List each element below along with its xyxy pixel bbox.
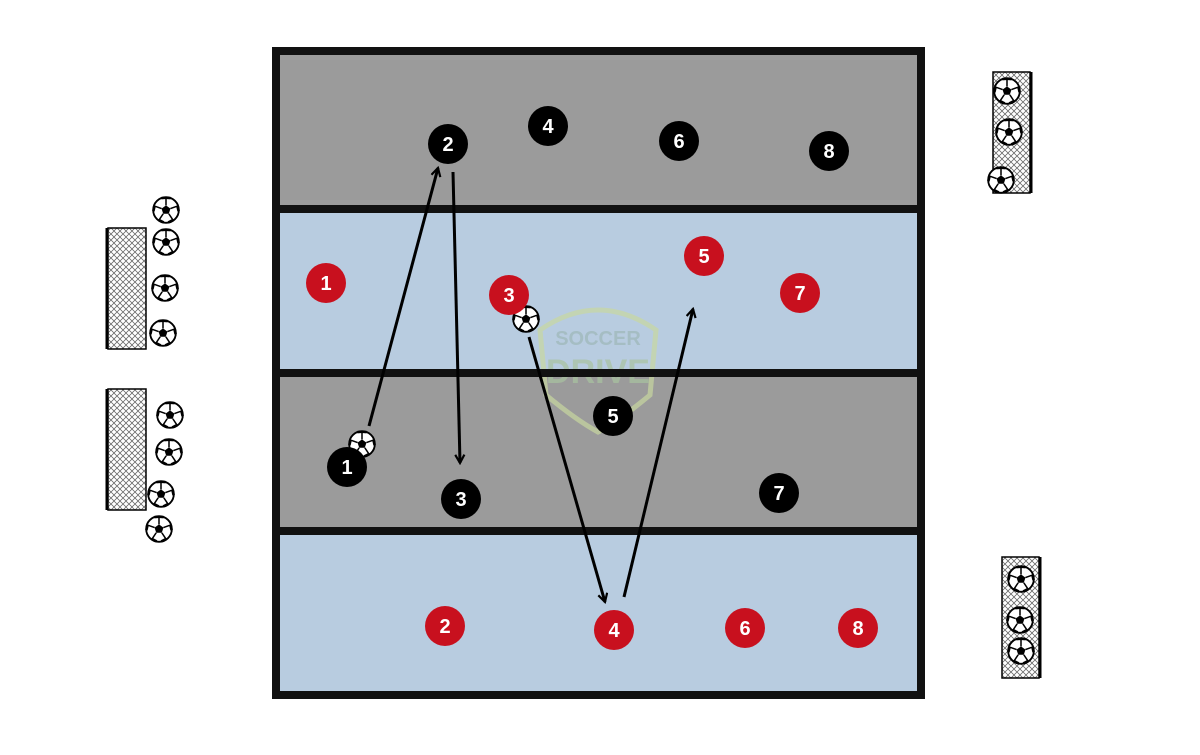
soccer-ball-icon: [152, 228, 180, 256]
player-number: 5: [698, 246, 709, 268]
player-number: 8: [852, 618, 863, 640]
red-player-2: 2: [425, 606, 465, 646]
watermark-line1: SOCCER: [555, 328, 641, 350]
red-player-1: 1: [306, 263, 346, 303]
player-number: 2: [442, 134, 453, 156]
player-number: 1: [320, 273, 331, 295]
black-player-8: 8: [809, 131, 849, 171]
red-player-4: 4: [594, 610, 634, 650]
player-number: 6: [739, 618, 750, 640]
soccer-ball-icon: [987, 166, 1015, 194]
red-player-5: 5: [684, 236, 724, 276]
soccer-ball-icon: [155, 438, 183, 466]
player-number: 3: [503, 285, 514, 307]
soccer-ball-icon: [1006, 606, 1034, 634]
player-number: 7: [773, 483, 784, 505]
player-number: 1: [341, 457, 352, 479]
player-number: 3: [455, 489, 466, 511]
black-player-2: 2: [428, 124, 468, 164]
player-number: 8: [823, 141, 834, 163]
soccer-ball-icon: [151, 274, 179, 302]
soccer-ball-icon: [149, 319, 177, 347]
movement-arrows: [367, 168, 693, 602]
goal-net-icon: [107, 388, 147, 511]
soccer-ball-icon: [152, 196, 180, 224]
zone-3: [276, 373, 921, 531]
player-number: 2: [439, 616, 450, 638]
player-number: 5: [607, 406, 618, 428]
black-player-3: 3: [441, 479, 481, 519]
red-player-8: 8: [838, 608, 878, 648]
goal-left-top: [105, 227, 147, 350]
black-team: 2 4 6 8 5 1 3: [327, 106, 849, 519]
soccer-ball-icon: [145, 515, 173, 543]
soccer-ball-icon: [156, 401, 184, 429]
soccer-ball-icon: [1007, 565, 1035, 593]
black-player-5: 5: [593, 396, 633, 436]
goal-left-bottom: [105, 388, 147, 511]
pass-red3-to-red4-arrow-icon: [527, 336, 605, 602]
zone-4: [276, 531, 921, 695]
black-player-7: 7: [759, 473, 799, 513]
run-black2-down-arrow-icon: [451, 171, 460, 463]
soccer-ball-icon: [993, 77, 1021, 105]
soccer-ball-icon: [147, 480, 175, 508]
player-number: 4: [608, 620, 620, 642]
player-number: 6: [673, 131, 684, 153]
zone-1: [276, 51, 921, 209]
player-number: 7: [794, 283, 805, 305]
player-number: 4: [542, 116, 554, 138]
red-team: 1 3 5 7 2 4 6: [306, 236, 878, 650]
goal-net-icon: [107, 227, 147, 350]
black-player-4: 4: [528, 106, 568, 146]
soccer-ball-icon: [995, 118, 1023, 146]
black-player-1: 1: [327, 447, 367, 487]
red-player-3: 3: [489, 275, 529, 315]
pass-red4-to-red5-arrow-icon: [622, 309, 693, 598]
soccer-ball-icon: [1007, 637, 1035, 665]
black-player-6: 6: [659, 121, 699, 161]
red-player-6: 6: [725, 608, 765, 648]
red-player-7: 7: [780, 273, 820, 313]
pass-black1-to-black2-arrow-icon: [367, 168, 438, 427]
